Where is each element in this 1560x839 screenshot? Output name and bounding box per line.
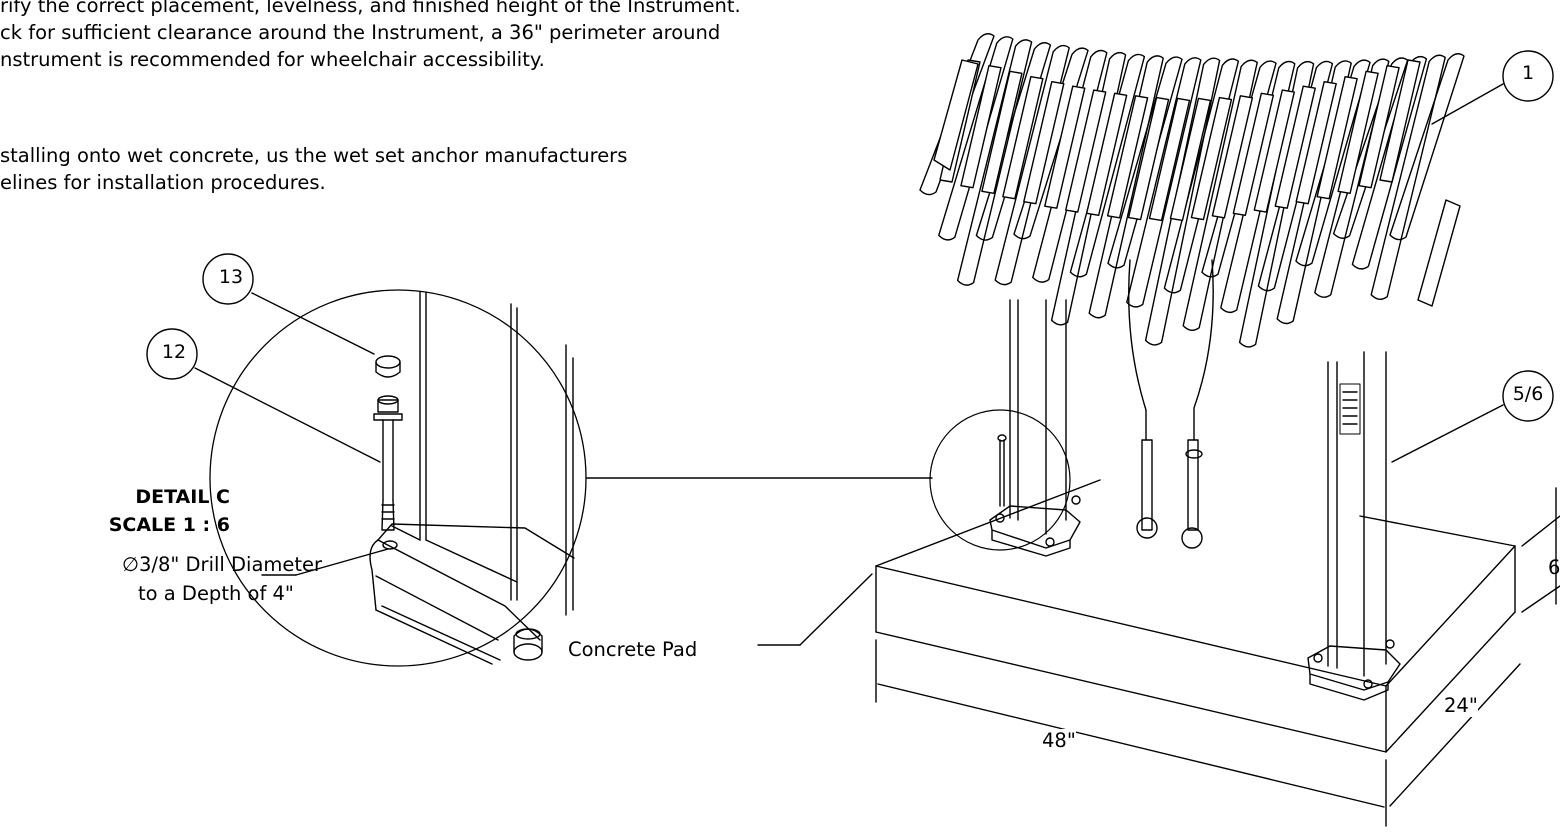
- callout-item-1: 1: [1521, 62, 1535, 84]
- mallets-drawing: [1128, 259, 1214, 549]
- instrument-tube: [1032, 49, 1108, 283]
- instrument-tube: [1013, 47, 1089, 240]
- instrument-bar: [1337, 70, 1379, 195]
- instrument-bar: [981, 70, 1023, 195]
- callout-item-13: 13: [218, 266, 244, 288]
- instrument-bar: [1065, 89, 1107, 213]
- concrete-pad-label: Concrete Pad: [568, 638, 698, 661]
- instrument-tube: [1107, 56, 1183, 269]
- instrument-tube: [1144, 57, 1221, 346]
- instrument-tube: [1182, 59, 1258, 331]
- instrument-bar: [1232, 92, 1275, 217]
- installation-note-2: stalling onto wet concrete, us the wet s…: [0, 142, 627, 196]
- instrument-tube: [1050, 51, 1127, 326]
- instrument-bar: [1044, 85, 1086, 209]
- instrument-tube: [1088, 55, 1164, 319]
- instrument-bar: [1211, 95, 1254, 219]
- instrument-tube: [1163, 58, 1240, 294]
- instrument-tube: [1126, 57, 1202, 308]
- note-line: ck for sufficient clearance around the I…: [0, 21, 721, 44]
- instrument-tube: [1351, 55, 1428, 270]
- instrument-tube: [919, 33, 995, 196]
- note-line: stalling onto wet concrete, us the wet s…: [0, 144, 628, 167]
- instrument-bar: [1274, 85, 1316, 209]
- drill-depth-label: to a Depth of 4": [138, 582, 294, 605]
- instrument-tube: [1389, 53, 1465, 241]
- detail-scale: SCALE 1 : 6: [108, 514, 230, 536]
- instrument-end-frame: [1417, 199, 1461, 307]
- instrument-tube: [1370, 54, 1446, 300]
- instrument-bar: [1085, 92, 1128, 217]
- instrument-tube: [1201, 60, 1277, 278]
- callout-item-5-6: 5/6: [1512, 383, 1544, 405]
- height-dimension: 6: [1548, 556, 1560, 579]
- instrument-bar: [1316, 76, 1358, 200]
- callout-item-12: 12: [161, 341, 187, 363]
- instrument-bar: [1190, 96, 1233, 221]
- width-dimension: 24": [1444, 694, 1478, 717]
- instrument-tube: [938, 36, 1014, 241]
- instrument-bar: [1253, 89, 1295, 213]
- instrument-end-frame: [933, 59, 979, 171]
- instrument-bar: [1127, 96, 1170, 221]
- length-dimension: 48": [1042, 729, 1076, 752]
- instrument-tube: [1069, 53, 1146, 278]
- concrete-pad-drawing: [757, 479, 1560, 827]
- instrument-bar: [1169, 97, 1212, 222]
- instrument-tube: [1238, 60, 1315, 348]
- instrument-tube: [1257, 60, 1334, 292]
- instrument-bar: [1295, 80, 1337, 205]
- note-line: rify the correct placement, levelness, a…: [0, 0, 741, 17]
- instrument-tube: [1332, 57, 1409, 239]
- posts-drawing: [929, 299, 1401, 701]
- instrument-tube: [956, 39, 1033, 286]
- note-line: elines for installation procedures.: [0, 171, 326, 194]
- instrument-bar: [1358, 65, 1400, 189]
- instrument-bar: [1148, 97, 1191, 222]
- instrument-tube: [1276, 60, 1352, 325]
- note-line: nstrument is recommended for wheelchair …: [0, 48, 545, 71]
- instrument-tube: [1314, 58, 1390, 298]
- detail-c-view: [194, 289, 933, 667]
- instrument-bar: [1106, 95, 1149, 219]
- instrument-bar: [1379, 59, 1421, 183]
- instrument-tube: [1220, 60, 1296, 314]
- drill-diameter-label: ∅3/8" Drill Diameter: [122, 553, 323, 576]
- detail-title: DETAIL C: [135, 486, 230, 508]
- instrument-tube: [975, 42, 1052, 241]
- instrument-bar: [1002, 76, 1044, 200]
- instrument-tube: [994, 44, 1070, 286]
- instrument-bar: [1023, 80, 1065, 205]
- installation-note-1: rify the correct placement, levelness, a…: [0, 0, 741, 73]
- instrument-top-drawing: [919, 33, 1465, 348]
- instrument-tube: [1295, 59, 1371, 267]
- instrument-bar: [960, 65, 1002, 189]
